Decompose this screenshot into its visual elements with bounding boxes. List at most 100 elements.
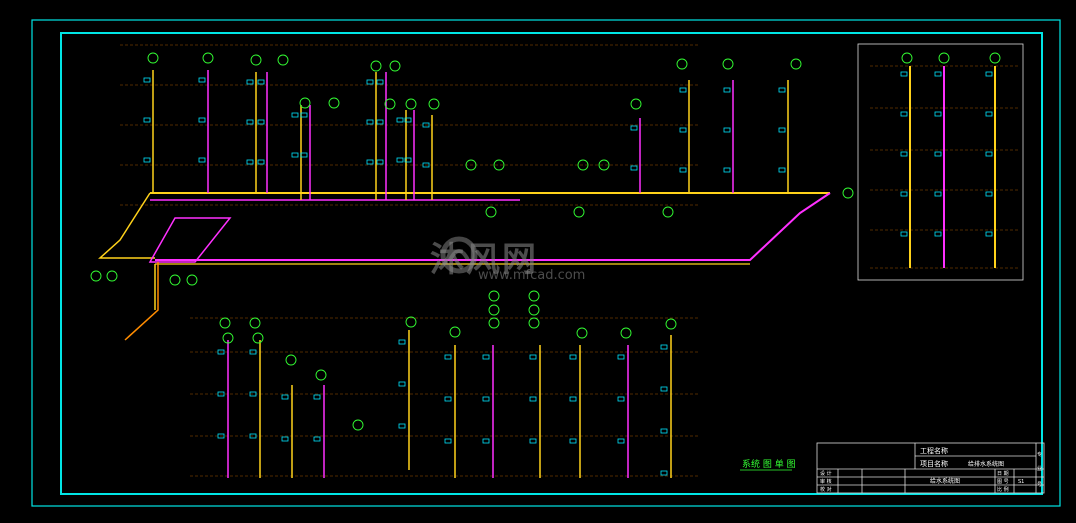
fixture-symbol [143,157,151,163]
riser-label-circle [147,52,159,64]
fixture-symbol [679,87,687,93]
riser-label-circle [577,159,589,171]
fixture-symbol [617,438,625,444]
main-pipe-diag [98,192,155,259]
riser-label-circle [389,60,401,72]
title-project-label: 工程名称 [920,446,948,455]
fixture-symbol [529,438,537,444]
fixture-symbol [257,79,265,85]
riser-label-circle [528,290,540,302]
riser-label-circle [842,187,854,199]
riser-label-circle [219,317,231,329]
fixture-symbol [900,71,908,77]
fixture-symbol [376,119,384,125]
title-right-3: 比 例 [997,486,1009,493]
fixture-symbol [569,396,577,402]
riser-labels [90,52,1001,431]
riser-label-circle [285,354,297,366]
fixture-symbol [444,354,452,360]
riser-label-circle [90,270,102,282]
fixture-symbol [934,191,942,197]
riser-label-circle [598,159,610,171]
fixture-symbol [281,394,289,400]
fixture-symbol [660,386,668,392]
fixture-symbol [569,438,577,444]
fixture-symbol [217,433,225,439]
fixture-symbol [529,396,537,402]
fixture-symbol [985,231,993,237]
riser-label-circle [665,318,677,330]
fixture-symbol [422,122,430,128]
fixture-symbol [246,79,254,85]
riser-label-circle [169,274,181,286]
riser-label-circle [790,58,802,70]
fixture-symbol [300,112,308,118]
fixture-symbol [900,111,908,117]
manifold-box [148,217,232,263]
floor-lines [120,44,1018,477]
fixture-symbol [985,71,993,77]
riser-pipes [152,66,996,478]
fixture-symbol [444,438,452,444]
title-row-1: 设 计 [820,470,832,477]
riser-label-circle [277,54,289,66]
right-section-border [857,43,1024,281]
riser-label-circle [106,270,118,282]
fixture-symbol [217,391,225,397]
fixture-symbol [376,159,384,165]
riser-label-circle [938,52,950,64]
riser-label-circle [202,52,214,64]
fixture-symbol [617,396,625,402]
fixture-symbol [257,159,265,165]
riser-label-circle [630,98,642,110]
riser-label-circle [485,206,497,218]
fixture-symbol [291,112,299,118]
fixture-symbol [281,436,289,442]
fixture-symbol [934,231,942,237]
title-row-3: 校 对 [820,486,832,493]
riser-label-circle [299,97,311,109]
fixture-symbol [246,119,254,125]
riser-label-circle [370,60,382,72]
fixture-symbol [143,117,151,123]
riser-label-circle [222,332,234,344]
title-right-value-2: S1 [1018,479,1024,485]
title-item-value: 给排水系统图 [968,460,1004,468]
fixture-symbol [630,165,638,171]
riser-label-circle [488,290,500,302]
riser-label-circle [465,159,477,171]
fixture-symbol [291,152,299,158]
fixture-symbol [900,191,908,197]
riser-label-circle [989,52,1001,64]
watermark-url: www.mfcad.com [478,268,586,283]
riser-label-circle [488,304,500,316]
riser-label-circle [573,206,585,218]
riser-label-circle [620,327,632,339]
fixture-symbol [934,111,942,117]
fixture-symbol [778,87,786,93]
fixture-symbol [985,151,993,157]
fixture-symbol [660,428,668,434]
fixture-symbol [985,191,993,197]
fixture-symbol [313,436,321,442]
watermark-logo-icon [440,236,478,274]
fixture-symbol [396,157,404,163]
riser-label-circle [252,332,264,344]
fixture-symbol [422,162,430,168]
fixture-symbol [679,127,687,133]
fixtures [143,71,993,476]
title-side-3: 号 [1037,482,1042,488]
riser-label-circle [493,159,505,171]
fixture-symbol [366,119,374,125]
riser-label-circle [662,206,674,218]
fixture-symbol [482,354,490,360]
fixture-symbol [398,423,406,429]
fixture-symbol [444,396,452,402]
riser-label-circle [186,274,198,286]
fixture-symbol [217,349,225,355]
fixture-symbol [934,71,942,77]
riser-label-circle [528,317,540,329]
riser-label-circle [676,58,688,70]
fixture-symbol [723,167,731,173]
